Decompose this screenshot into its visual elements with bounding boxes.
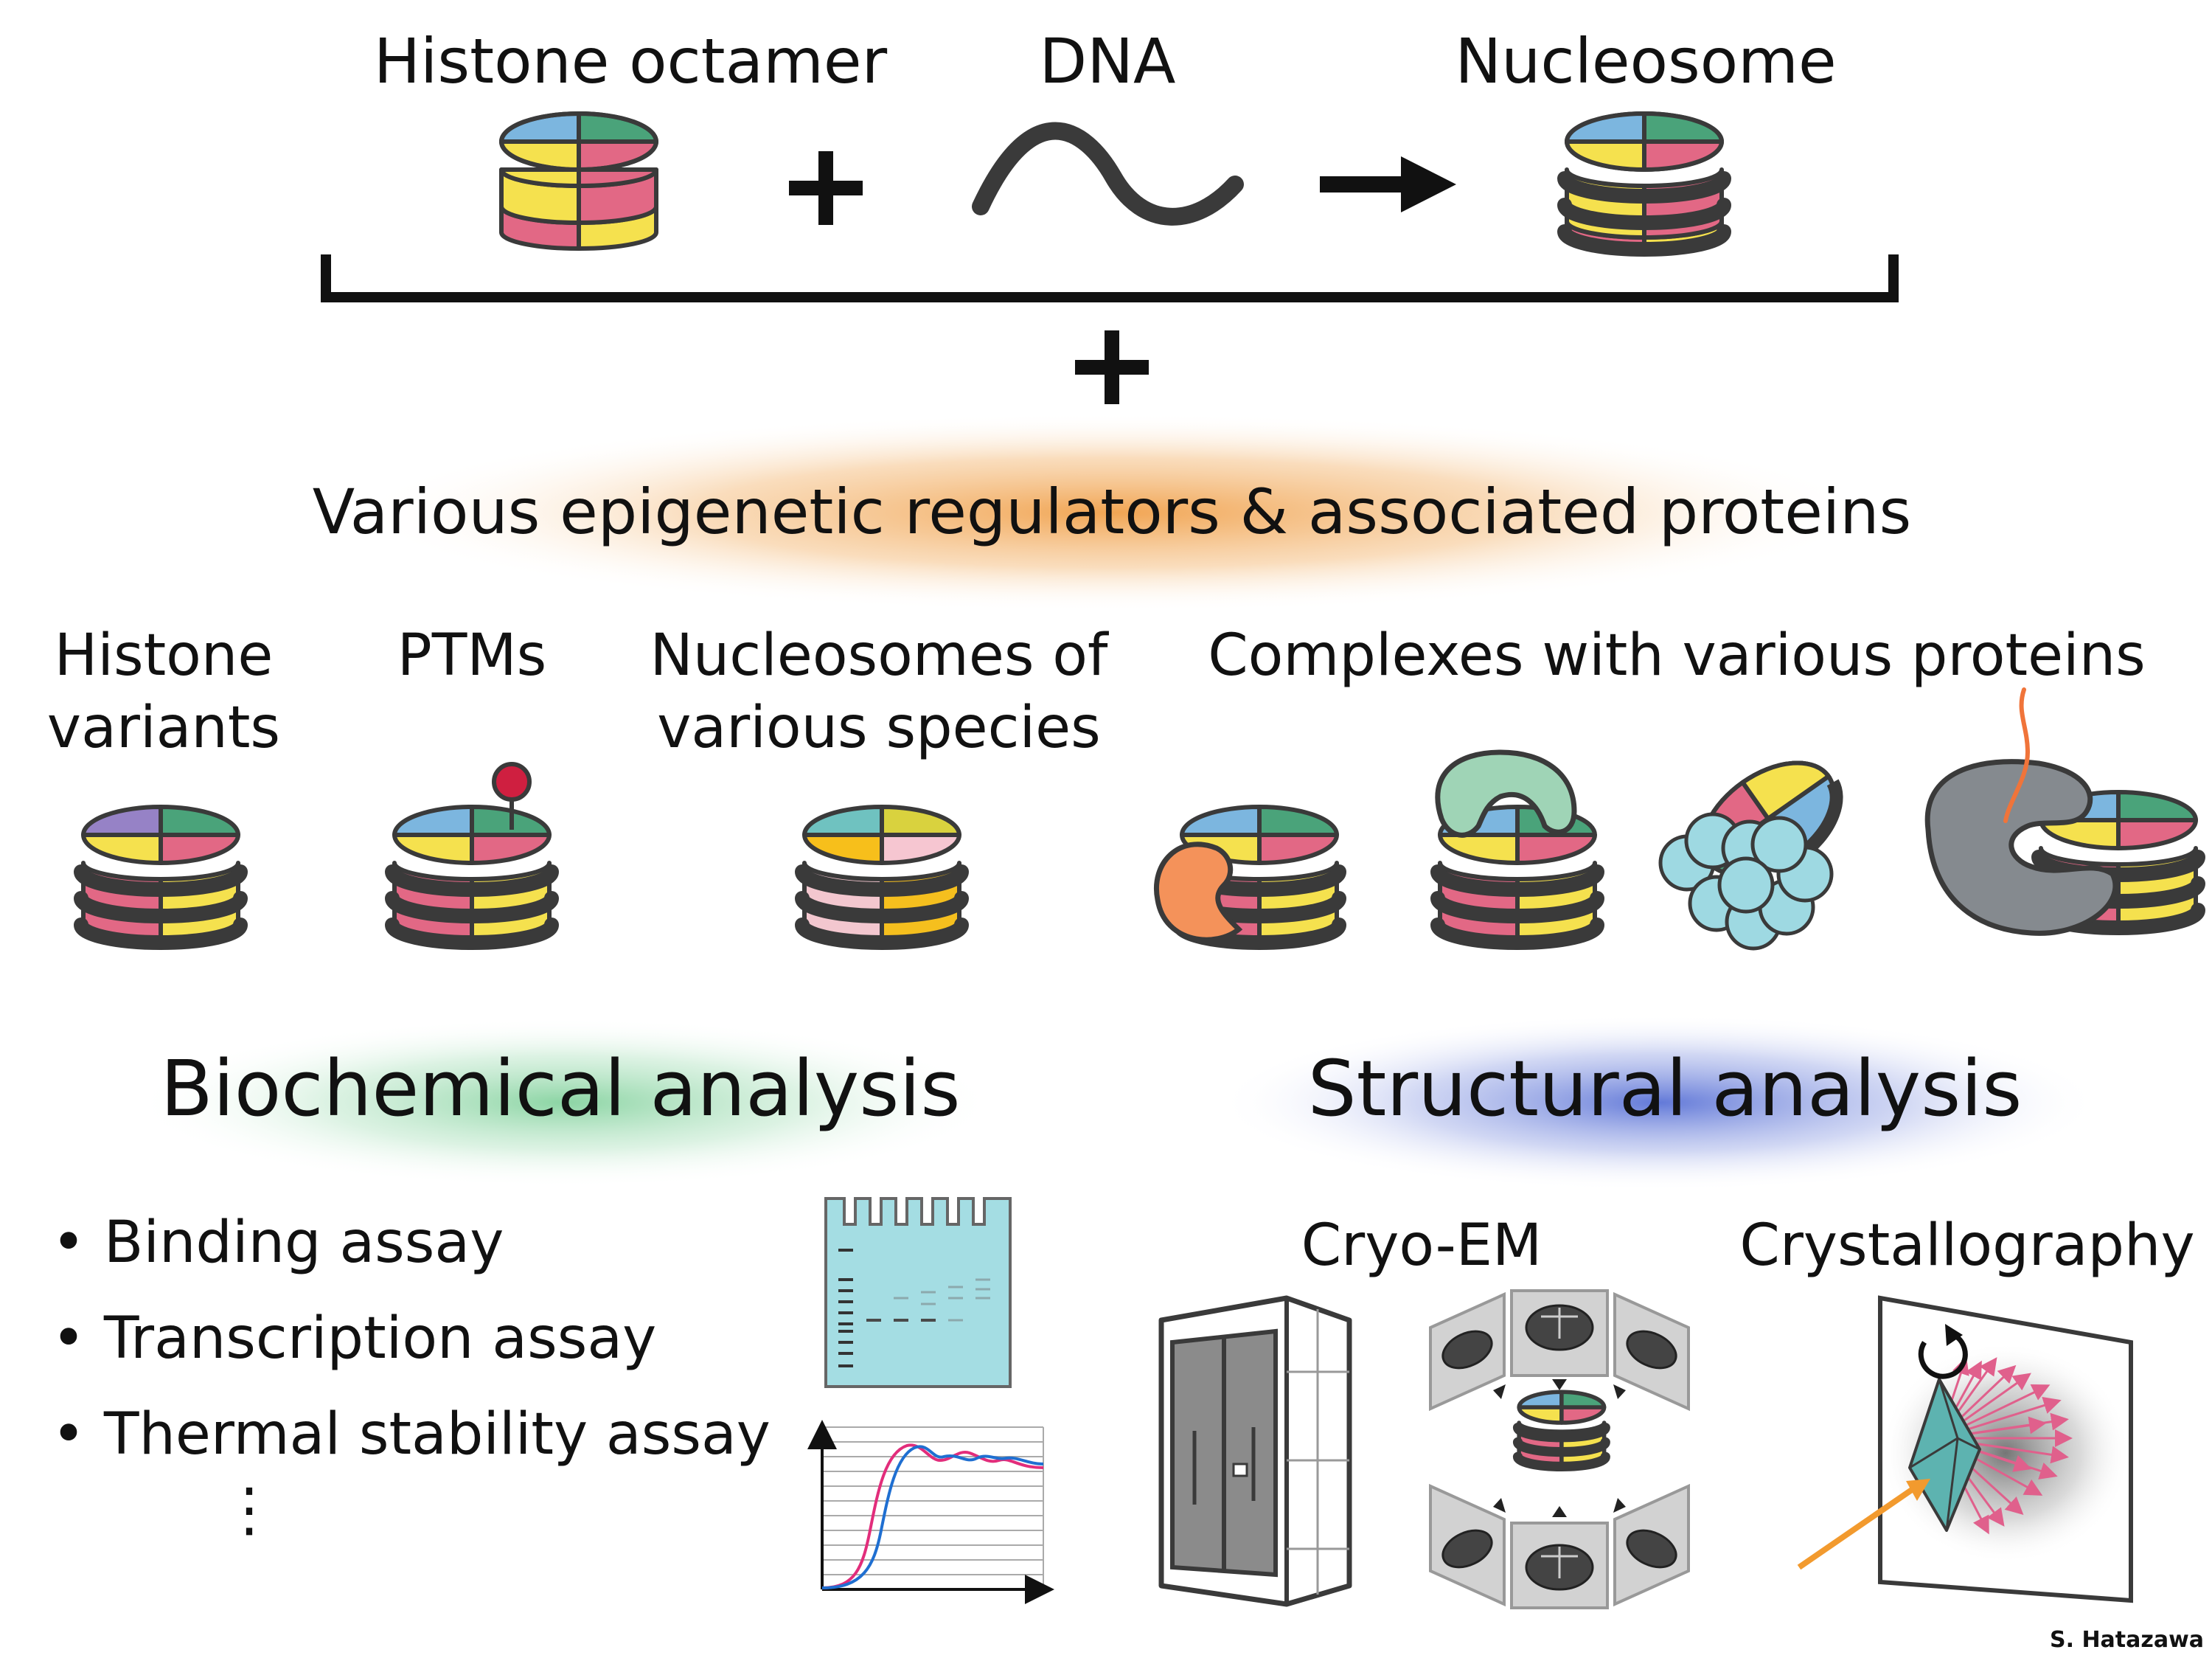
bullet-icon: • xyxy=(52,1305,104,1372)
cryo-em-microscope-icon xyxy=(1158,1295,1352,1607)
arrow-icon xyxy=(1320,156,1456,212)
thermal-stability-assay-label: Thermal stability assay xyxy=(103,1401,771,1468)
thermal-curve-icon xyxy=(807,1420,1054,1604)
bracket-line xyxy=(321,254,1899,302)
plus-icon-large xyxy=(1075,330,1149,404)
gel-icon xyxy=(824,1197,1012,1388)
ptms-label: PTMs xyxy=(397,622,547,689)
nucleosome-label: Nucleosome xyxy=(1455,25,1837,97)
transcription-assay-label: Transcription assay xyxy=(103,1305,657,1372)
nucleosome-icon xyxy=(1557,111,1731,257)
binding-assay-label: Binding assay xyxy=(103,1210,504,1276)
credit-label: S. Hatazawa xyxy=(2050,1627,2205,1653)
dna-label: DNA xyxy=(1039,25,1176,97)
cryo-em-projections-icon xyxy=(1429,1289,1690,1609)
list-item: • Thermal stability assay xyxy=(52,1401,771,1468)
bullet-icon: • xyxy=(52,1210,104,1276)
ptm-nucleosome-icon xyxy=(385,762,559,950)
cryo-em-label: Cryo-EM xyxy=(1301,1213,1543,1279)
complex-grey-protein-icon xyxy=(1924,687,2205,936)
plus-icon xyxy=(789,151,863,225)
list-item: • Transcription assay xyxy=(52,1305,656,1372)
complexes-label: Complexes with various proteins xyxy=(1208,622,2146,689)
biochemical-title: Biochemical analysis xyxy=(160,1044,961,1134)
complex-orange-protein-icon xyxy=(1154,805,1346,950)
dna-icon xyxy=(972,122,1244,226)
orange-glow xyxy=(354,413,1873,612)
histone-variant-nucleosome-icon xyxy=(74,805,248,950)
crystallography-label: Crystallography xyxy=(1739,1213,2195,1279)
species-nucleosome-icon xyxy=(795,805,969,950)
bullet-icon: • xyxy=(52,1401,104,1468)
complex-blue-spheres-icon xyxy=(1658,760,1843,951)
green-glow xyxy=(133,1018,995,1187)
ellipsis-icon: ⋮ xyxy=(220,1475,279,1544)
histone-octamer-icon xyxy=(499,111,658,251)
complex-green-protein-icon xyxy=(1430,749,1604,950)
histone-variants-label: Histone variants xyxy=(46,622,281,761)
histone-octamer-label: Histone octamer xyxy=(373,25,888,97)
crystallography-icon xyxy=(1797,1295,2133,1603)
regulators-title: Various epigenetic regulators & associat… xyxy=(312,476,1912,548)
structural-title: Structural analysis xyxy=(1307,1044,2023,1134)
species-label: Nucleosomes of various species xyxy=(650,622,1108,761)
list-item: • Binding assay xyxy=(52,1210,504,1276)
blue-glow xyxy=(1217,1014,2101,1191)
